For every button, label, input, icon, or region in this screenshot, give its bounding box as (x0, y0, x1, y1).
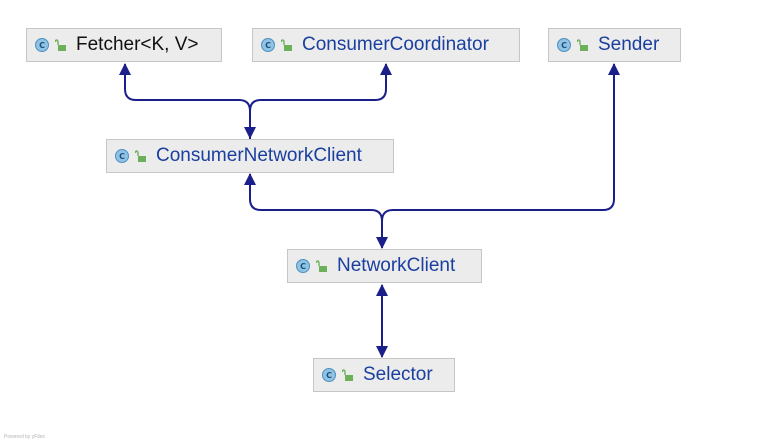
class-name-label: Fetcher<K, V> (76, 34, 199, 55)
class-name-label: ConsumerNetworkClient (156, 145, 362, 166)
class-icon: C (261, 38, 275, 52)
class-name-label: NetworkClient (337, 255, 456, 276)
lock-open-icon (281, 38, 292, 51)
edge-consumernetworkclient-to-consumercoordinator (249, 63, 392, 112)
edge-consumernetworkclient-to-fetcher (119, 63, 251, 140)
edge-networkclient-to-consumernetworkclient (244, 173, 383, 222)
footer-watermark: Powered by yFiles (4, 434, 45, 440)
class-node-networkclient[interactable]: C NetworkClient (287, 249, 482, 283)
class-node-consumernetworkclient[interactable]: C ConsumerNetworkClient (106, 139, 394, 173)
class-icon: C (35, 38, 49, 52)
lock-open-icon (55, 38, 66, 51)
class-icon: C (296, 259, 310, 273)
lock-open-icon (577, 38, 588, 51)
class-icon: C (557, 38, 571, 52)
class-icon: C (322, 368, 336, 382)
class-name-label: Sender (598, 34, 660, 55)
class-node-consumercoordinator[interactable]: C ConsumerCoordinator (252, 28, 520, 62)
class-node-fetcher[interactable]: C Fetcher<K, V> (26, 28, 222, 62)
lock-open-icon (316, 259, 327, 272)
lock-open-icon (135, 149, 146, 162)
lock-open-icon (342, 368, 353, 381)
class-node-selector[interactable]: C Selector (313, 358, 455, 392)
edge-networkclient-to-sender (381, 63, 620, 222)
class-icon: C (115, 149, 129, 163)
class-node-sender[interactable]: C Sender (548, 28, 681, 62)
class-name-label: ConsumerCoordinator (302, 34, 489, 55)
class-name-label: Selector (363, 364, 433, 385)
